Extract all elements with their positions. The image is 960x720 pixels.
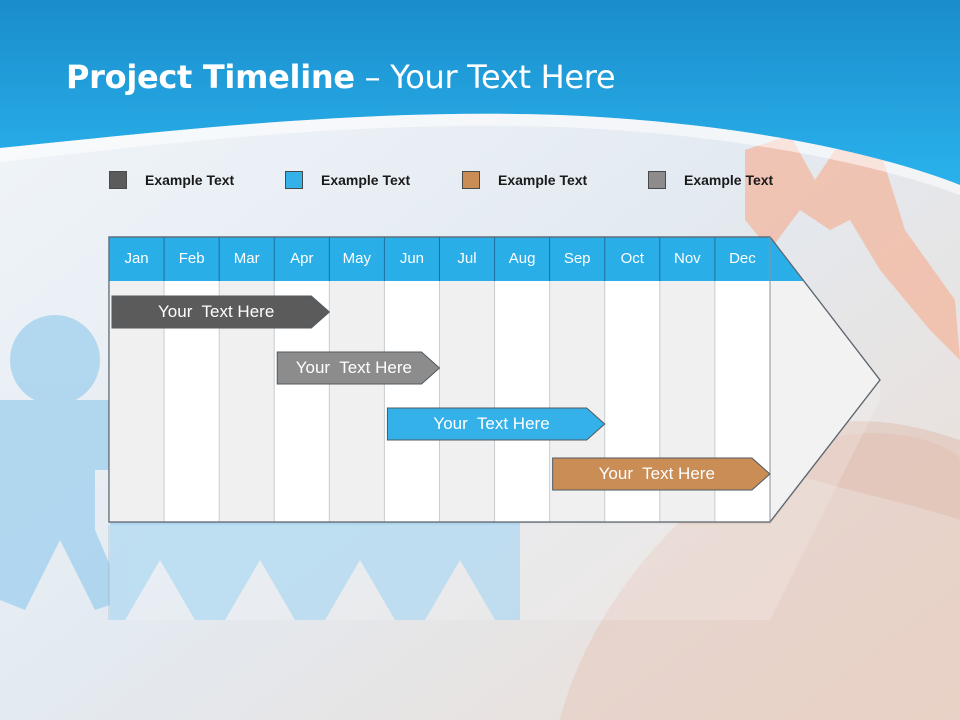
month-label: Apr [290,250,314,267]
month-label: Aug [508,250,536,267]
task-bars [111,295,771,491]
legend-label: Example Text [684,172,774,188]
task-bar [552,457,771,491]
legend-swatch [462,171,480,189]
legend-label: Example Text [145,172,235,188]
title-bold: Project Timeline [66,58,355,96]
month-column [329,281,385,522]
task-bar-label: Your Text Here [158,302,275,321]
task-bar [386,407,606,441]
month-label: Feb [178,250,205,267]
month-label: May [342,250,372,267]
legend-item: Example Text [648,170,773,190]
paper-figure-orange [745,135,960,360]
paper-chain-people [0,315,520,620]
header-band [0,0,960,185]
legend-swatch [285,171,303,189]
month-label: Jun [399,250,425,267]
title-subtitle: – Your Text Here [354,58,616,96]
legend-item: Example Text [462,170,587,190]
legend-swatch [109,171,127,189]
month-header-row [109,237,804,281]
month-column [384,281,440,522]
legend-item: Example Text [285,170,410,190]
month-column [439,281,495,522]
page-title: Project Timeline – Your Text Here [66,58,616,96]
month-label: Jan [124,250,149,267]
legend-label: Example Text [498,172,588,188]
month-label: Oct [620,250,644,267]
legend-item: Example Text [109,170,234,190]
month-label: Mar [233,250,260,267]
task-bar-label: Your Text Here [433,414,550,433]
month-label: Dec [729,250,756,267]
task-bar [111,295,331,329]
legend-label: Example Text [321,172,411,188]
task-bar-label: Your Text Here [295,358,412,377]
task-bar-label: Your Text Here [598,464,715,483]
task-bar [276,351,441,385]
hand-shape [560,433,960,720]
legend-swatch [648,171,666,189]
month-label: Sep [563,250,591,267]
month-label: Nov [673,250,701,267]
month-column [494,281,550,522]
month-label: Jul [457,250,477,267]
